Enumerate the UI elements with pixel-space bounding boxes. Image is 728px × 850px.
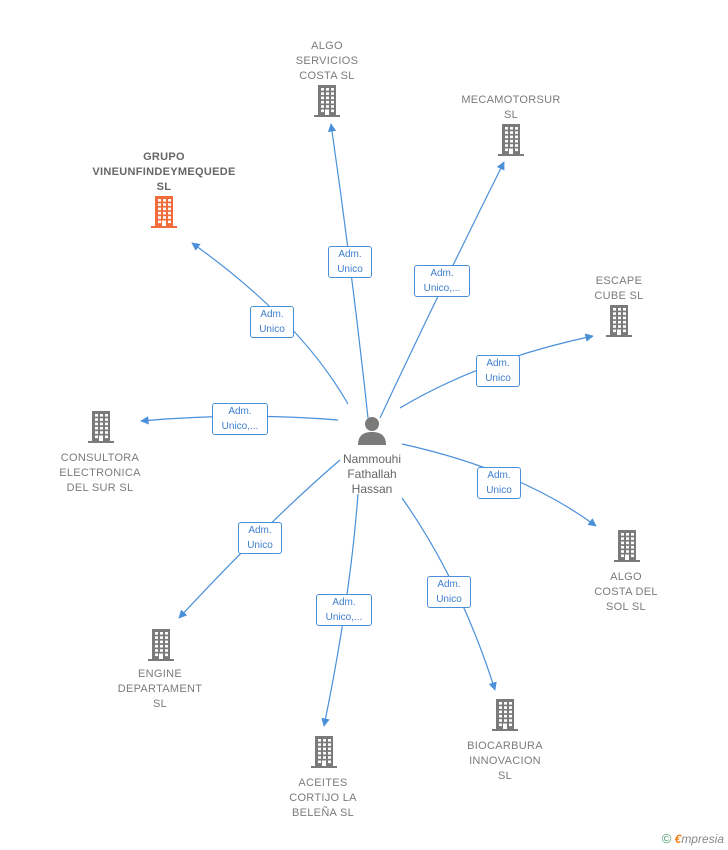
edge-label-mecamotorsur[interactable]: Adm. Unico,... [414, 265, 470, 297]
building-icon [606, 305, 632, 337]
company-icon-wrap-engine[interactable] [145, 628, 177, 662]
company-node-engine[interactable]: ENGINE DEPARTAMENT SL [80, 667, 240, 712]
company-label[interactable]: GRUPO VINEUNFINDEYMEQUEDE SL [92, 151, 236, 193]
building-icon [614, 530, 640, 562]
copyright-icon: © [661, 831, 672, 846]
person-node[interactable] [356, 414, 388, 446]
company-label[interactable]: ALGO SERVICIOS COSTA SL [295, 40, 359, 82]
company-node-grupo-vine[interactable]: GRUPO VINEUNFINDEYMEQUEDE SL [84, 150, 244, 229]
building-icon [311, 736, 337, 768]
company-icon-wrap-consultora[interactable] [85, 410, 117, 444]
company-node-mecamotorsur[interactable]: MECAMOTORSUR SL [431, 93, 591, 157]
company-node-consultora[interactable]: CONSULTORA ELECTRONICA DEL SUR SL [20, 451, 180, 496]
person-name[interactable]: Nammouhi Fathallah Hassan [342, 452, 402, 496]
edge-label-biocarbura[interactable]: Adm. Unico [427, 576, 471, 608]
company-label[interactable]: MECAMOTORSUR SL [461, 94, 561, 121]
brand-name: mpresia [681, 832, 724, 846]
company-label[interactable]: ESCAPE CUBE SL [594, 275, 644, 302]
edge-label-escape-cube[interactable]: Adm. Unico [476, 355, 520, 387]
building-icon [151, 196, 177, 228]
building-icon [88, 411, 114, 443]
edge-label-engine[interactable]: Adm. Unico [238, 522, 282, 554]
building-icon [492, 699, 518, 731]
edge-label-algo-costa[interactable]: Adm. Unico [477, 467, 521, 499]
company-label[interactable]: CONSULTORA ELECTRONICA DEL SUR SL [59, 452, 141, 494]
company-node-biocarbura[interactable]: BIOCARBURA INNOVACION SL [425, 739, 585, 784]
edge-label-consultora[interactable]: Adm. Unico,... [212, 403, 268, 435]
building-icon [498, 124, 524, 156]
company-label[interactable]: BIOCARBURA INNOVACION SL [467, 740, 543, 782]
person-icon [358, 417, 386, 445]
company-icon-wrap-algo-costa[interactable] [611, 529, 643, 563]
company-node-aceites[interactable]: ACEITES CORTIJO LA BELEÑA SL [243, 776, 403, 821]
brand-footer: © €mpresia [662, 831, 724, 846]
company-label[interactable]: ALGO COSTA DEL SOL SL [594, 571, 658, 613]
edge-label-grupo-vine[interactable]: Adm. Unico [250, 306, 294, 338]
edge-label-aceites[interactable]: Adm. Unico,... [316, 594, 372, 626]
building-icon [148, 629, 174, 661]
company-icon-wrap-aceites[interactable] [308, 735, 340, 769]
brand-logo-initial: € [674, 832, 682, 846]
company-label[interactable]: ENGINE DEPARTAMENT SL [117, 668, 203, 710]
company-node-algo-servicios[interactable]: ALGO SERVICIOS COSTA SL [247, 39, 407, 118]
company-node-escape-cube[interactable]: ESCAPE CUBE SL [539, 274, 699, 338]
company-icon-wrap-biocarbura[interactable] [489, 698, 521, 732]
company-node-algo-costa[interactable]: ALGO COSTA DEL SOL SL [546, 570, 706, 615]
edge-label-algo-servicios[interactable]: Adm. Unico [328, 246, 372, 278]
company-label[interactable]: ACEITES CORTIJO LA BELEÑA SL [289, 777, 357, 819]
building-icon [314, 85, 340, 117]
